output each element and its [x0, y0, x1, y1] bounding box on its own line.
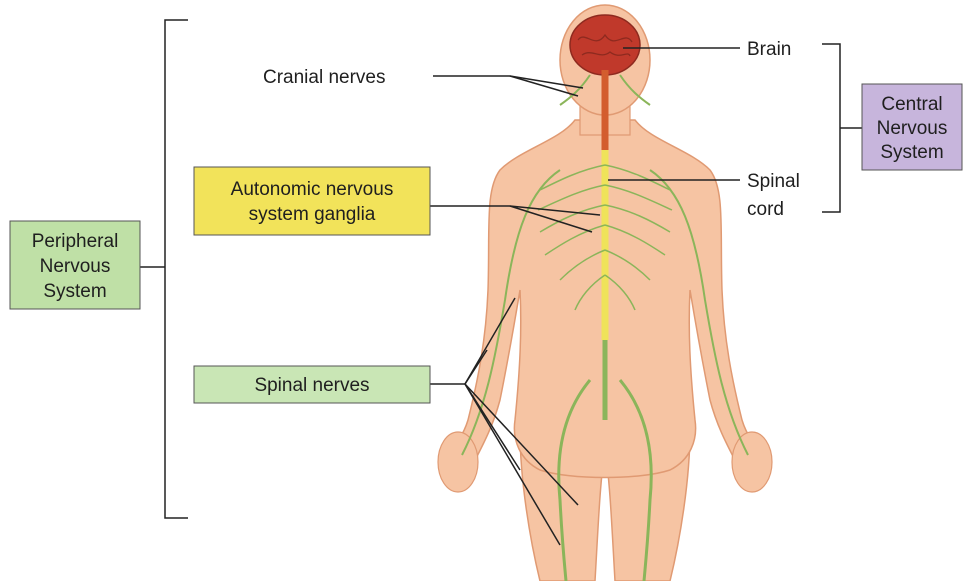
cns-label-line1: Central	[881, 94, 942, 115]
brain-label: Brain	[747, 39, 791, 60]
spinal-nerves-label: Spinal nerves	[254, 375, 369, 396]
left-hand	[438, 432, 478, 492]
ans-label-line2: system ganglia	[249, 204, 376, 225]
cranial-nerves-label: Cranial nerves	[263, 67, 386, 88]
pns-label-line2: Nervous	[40, 256, 111, 277]
brain-shape	[570, 15, 640, 75]
cns-bracket	[822, 44, 840, 212]
spinal-cord-label-line2: cord	[747, 199, 784, 220]
spinal-cord-label-line1: Spinal	[747, 171, 800, 192]
right-hand	[732, 432, 772, 492]
pns-bracket	[165, 20, 188, 518]
pns-label-line1: Peripheral	[32, 231, 119, 252]
cns-label-line2: Nervous	[877, 118, 948, 139]
ans-ganglia-box: Autonomic nervous system ganglia	[194, 167, 430, 235]
cns-box: Central Nervous System	[862, 84, 962, 170]
cns-label-line3: System	[880, 142, 943, 163]
spinal-nerves-box: Spinal nerves	[194, 366, 430, 403]
pns-box: Peripheral Nervous System	[10, 221, 140, 309]
pns-label-line3: System	[43, 281, 106, 302]
ans-label-line1: Autonomic nervous	[231, 179, 394, 200]
